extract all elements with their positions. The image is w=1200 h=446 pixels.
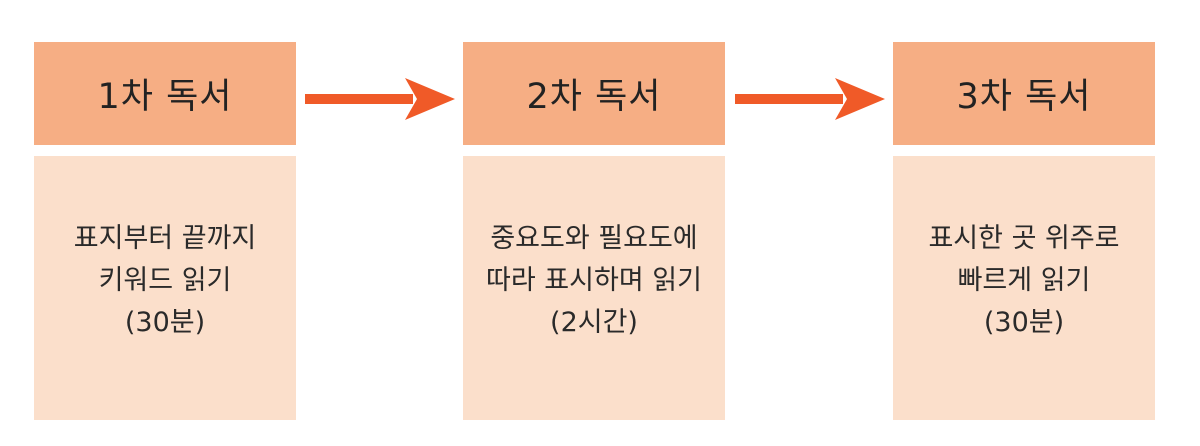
arrow-right-icon (735, 78, 885, 120)
stage-1-title: 1차 독서 (34, 42, 296, 145)
stage-2-title: 2차 독서 (463, 42, 725, 145)
stage-3-description: 표시한 곳 위주로 빠르게 읽기 (30분) (893, 156, 1155, 420)
stage-1-line-2: 키워드 읽기 (98, 265, 232, 296)
stage-2-line-3: (2시간) (550, 307, 638, 338)
stage-3-line-1: 표시한 곳 위주로 (928, 223, 1120, 254)
stage-1-line-1: 표지부터 끝까지 (73, 223, 257, 254)
stage-3-line-2: 빠르게 읽기 (957, 265, 1091, 296)
stage-1-line-3: (30분) (124, 307, 206, 338)
stage-1-description: 표지부터 끝까지 키워드 읽기 (30분) (34, 156, 296, 420)
stage-2-line-2: 따라 표시하며 읽기 (486, 265, 702, 296)
arrow-right-icon (305, 78, 455, 120)
stage-3-title: 3차 독서 (893, 42, 1155, 145)
stage-3-line-3: (30분) (983, 307, 1065, 338)
stage-2-description: 중요도와 필요도에 따라 표시하며 읽기 (2시간) (463, 156, 725, 420)
stage-2-line-1: 중요도와 필요도에 (490, 223, 698, 254)
